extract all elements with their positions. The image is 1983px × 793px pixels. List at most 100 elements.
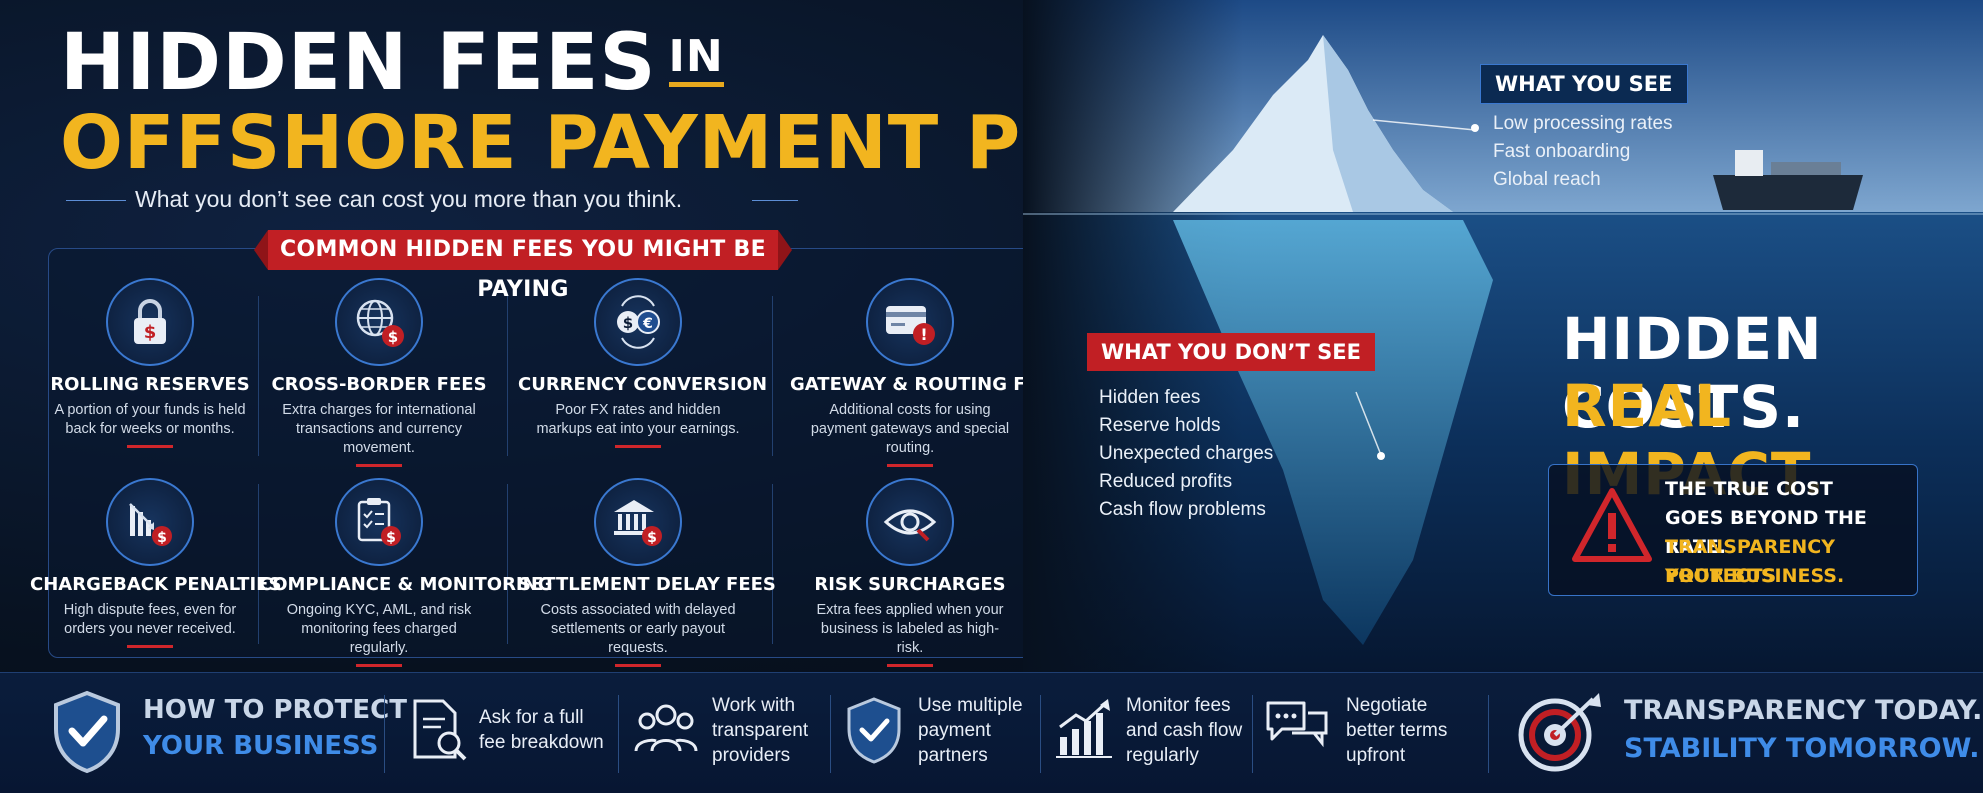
fee-title: ROLLING RESERVES <box>50 374 250 395</box>
dont-item: Cash flow problems <box>1099 499 1266 520</box>
fee-underline <box>356 464 402 467</box>
fee-title: GATEWAY & ROUTING FEES <box>790 374 1064 395</box>
slogan-line-2: STABILITY TOMORROW. <box>1624 733 1980 764</box>
shield-check-icon <box>54 690 120 774</box>
divider <box>1488 695 1489 773</box>
subtitle: What you don’t see can cost you more tha… <box>135 186 683 212</box>
fee-underline <box>615 445 661 448</box>
subtitle-rule-left <box>66 200 126 201</box>
divider <box>384 695 385 773</box>
fee-desc: A portion of your funds is held back for… <box>54 402 246 437</box>
svg-text:€: € <box>642 316 653 332</box>
divider <box>258 484 259 644</box>
fee-title: RISK SURCHARGES <box>814 574 1006 595</box>
true-cost-line-4: YOUR BUSINESS. <box>1665 565 1845 587</box>
fee-title: COMPLIANCE & MONITORING <box>259 574 553 595</box>
true-cost-line-1: THE TRUE COST <box>1665 478 1833 500</box>
iceberg-illustration <box>1023 0 1983 672</box>
fee-card-risk-surcharges: RISK SURCHARGES Extra fees applied when … <box>790 478 1030 667</box>
chat-bubbles-icon <box>1266 701 1328 748</box>
fees-ribbon: COMMON HIDDEN FEES YOU MIGHT BE PAYING <box>254 230 792 302</box>
users-group-icon <box>634 704 698 752</box>
true-cost-line-3: TRANSPARENCY PROTECTS <box>1665 536 1835 587</box>
fee-desc: Additional costs for using payment gatew… <box>810 402 1010 456</box>
svg-text:$: $ <box>623 314 633 332</box>
fee-title: CURRENCY CONVERSION <box>518 374 768 395</box>
subtitle-rule-right <box>752 200 798 201</box>
true-cost-line-2: GOES BEYOND THE RATE. <box>1665 507 1867 558</box>
divider <box>507 296 508 456</box>
card-alert-icon: ! <box>866 278 954 366</box>
fee-desc: Poor FX rates and hidden markups eat int… <box>536 402 740 437</box>
fee-title: CROSS-BORDER FEES <box>271 374 487 395</box>
fee-underline <box>127 445 173 448</box>
divider <box>507 484 508 644</box>
see-item: Fast onboarding <box>1493 141 1631 162</box>
fee-underline <box>887 464 933 467</box>
shield-check-icon <box>847 697 901 764</box>
fee-underline <box>127 645 173 648</box>
divider <box>772 484 773 644</box>
divider <box>772 296 773 456</box>
dont-item: Reserve holds <box>1099 415 1221 436</box>
fee-title: SETTLEMENT DELAY FEES <box>518 574 776 595</box>
impact-line-1: HIDDEN COSTS. <box>1562 305 1823 441</box>
slogan-line-1: TRANSPARENCY TODAY. <box>1624 695 1983 726</box>
divider <box>618 695 619 773</box>
fee-title: CHARGEBACK PENALTIES <box>30 574 282 595</box>
fee-underline <box>615 664 661 667</box>
divider <box>830 695 831 773</box>
svg-text:$: $ <box>157 530 167 546</box>
currency-exchange-icon: $€ <box>594 278 682 366</box>
protect-line-1: HOW TO PROTECT <box>143 695 407 725</box>
see-item: Global reach <box>1493 169 1601 190</box>
fee-card-cross-border: $ CROSS-BORDER FEES Extra charges for in… <box>259 278 499 467</box>
fee-card-gateway-routing: ! GATEWAY & ROUTING FEES Additional cost… <box>790 278 1064 467</box>
protect-bar: HOW TO PROTECT YOUR BUSINESS Ask for a f… <box>0 672 1983 793</box>
padlock-dollar-icon: $ <box>106 278 194 366</box>
what-you-dont-see-tag: WHAT YOU DON’T SEE <box>1087 333 1375 371</box>
declining-chart-icon: $ <box>106 478 194 566</box>
fee-underline <box>887 664 933 667</box>
svg-text:$: $ <box>386 530 396 546</box>
target-arrow-icon <box>1518 693 1601 772</box>
eye-icon <box>866 478 954 566</box>
fee-card-settlement-delay: $ SETTLEMENT DELAY FEES Costs associated… <box>518 478 776 667</box>
svg-text:!: ! <box>920 325 927 344</box>
title-in: IN <box>668 31 724 87</box>
fee-card-chargeback: $ CHARGEBACK PENALTIES High dispute fees… <box>30 478 282 648</box>
svg-text:$: $ <box>647 530 657 546</box>
globe-dollar-icon: $ <box>335 278 423 366</box>
fee-underline <box>356 664 402 667</box>
what-you-dont-see-list: Hidden fees Reserve holds Unexpected cha… <box>1099 384 1273 524</box>
fee-desc: Extra charges for international transact… <box>282 402 476 456</box>
bank-dollar-icon: $ <box>594 478 682 566</box>
growth-chart-icon <box>1056 699 1112 758</box>
see-item: Low processing rates <box>1493 113 1673 134</box>
divider <box>258 296 259 456</box>
svg-text:$: $ <box>388 328 398 346</box>
fee-card-currency-conversion: $€ CURRENCY CONVERSION Poor FX rates and… <box>518 278 768 448</box>
divider <box>1040 695 1041 773</box>
checklist-clipboard-icon: $ <box>335 478 423 566</box>
fee-desc: Extra fees applied when your business is… <box>816 602 1004 656</box>
svg-text:$: $ <box>144 322 157 343</box>
protect-line-2: YOUR BUSINESS <box>143 731 379 761</box>
fee-desc: Ongoing KYC, AML, and risk monitoring fe… <box>286 602 472 656</box>
fee-desc: High dispute fees, even for orders you n… <box>63 602 237 637</box>
what-you-see-list: Low processing rates Fast onboarding Glo… <box>1493 110 1673 194</box>
dont-item: Hidden fees <box>1099 387 1201 408</box>
warning-triangle-icon <box>1572 488 1652 562</box>
dont-item: Unexpected charges <box>1099 443 1274 464</box>
